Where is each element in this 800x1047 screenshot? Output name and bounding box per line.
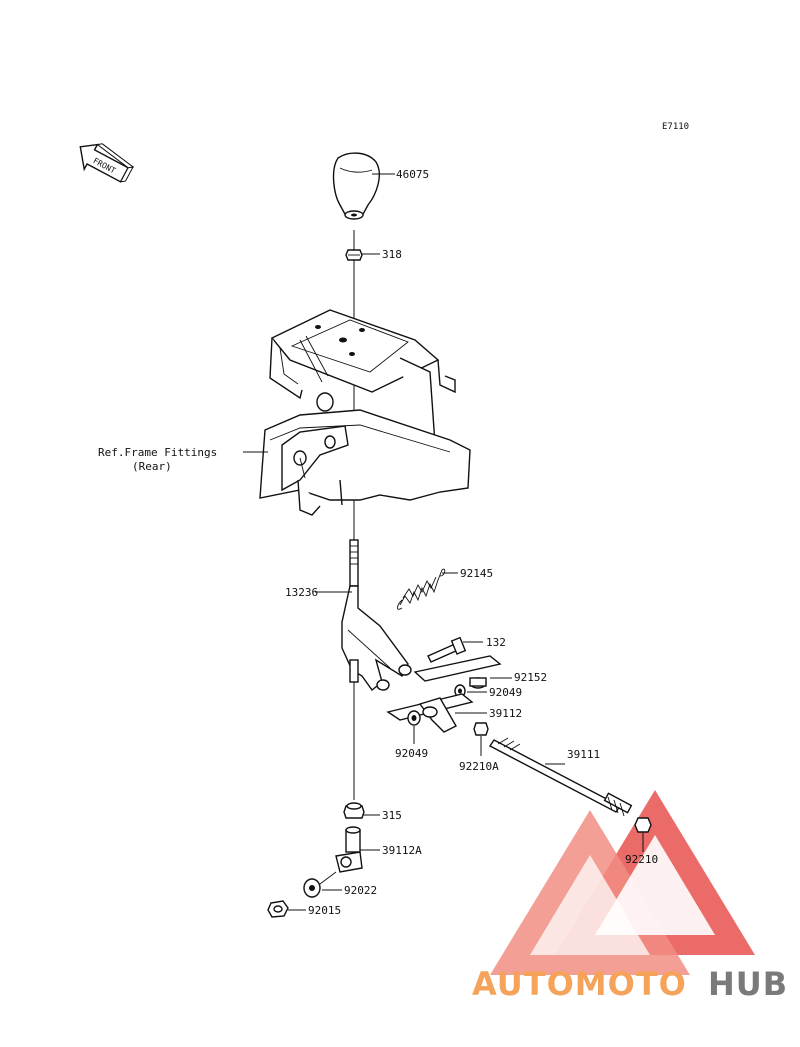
collar-92152 bbox=[413, 655, 502, 689]
diagram-code: E7110 bbox=[662, 122, 689, 132]
part-label-39111: 39111 bbox=[567, 748, 600, 761]
nut-92210 bbox=[634, 817, 652, 833]
part-label-46075: 46075 bbox=[396, 168, 429, 181]
part-label-92145: 92145 bbox=[460, 567, 493, 580]
watermark-logo bbox=[490, 790, 755, 975]
part-label-92049-left: 92049 bbox=[395, 747, 428, 760]
part-label-39112: 39112 bbox=[489, 707, 522, 720]
frame-fittings bbox=[259, 309, 471, 516]
shift-knob bbox=[332, 152, 380, 220]
watermark-text-a: AUTOMOTO bbox=[472, 965, 687, 1003]
part-label-132: 132 bbox=[486, 636, 506, 649]
part-label-92152: 92152 bbox=[514, 671, 547, 684]
part-label-92015: 92015 bbox=[308, 904, 341, 917]
nut-92210a bbox=[473, 722, 489, 736]
shift-lever bbox=[341, 539, 412, 692]
part-label-92210a: 92210A bbox=[459, 760, 499, 773]
part-label-92210: 92210 bbox=[625, 853, 658, 866]
nut-318 bbox=[345, 249, 363, 261]
joint-39112a bbox=[335, 826, 363, 873]
watermark-text-b: HUB bbox=[708, 965, 788, 1003]
rod-39111 bbox=[488, 737, 633, 817]
part-label-39112a: 39112A bbox=[382, 844, 422, 857]
front-arrow-icon: FRONT bbox=[79, 143, 135, 183]
frame-note-line1: Ref.Frame Fittings bbox=[98, 446, 217, 459]
part-label-315: 315 bbox=[382, 809, 402, 822]
nut-315 bbox=[343, 802, 365, 819]
washer-92049-left bbox=[407, 710, 421, 726]
part-label-13236: 13236 bbox=[285, 586, 318, 599]
part-label-92022: 92022 bbox=[344, 884, 377, 897]
part-label-318: 318 bbox=[382, 248, 402, 261]
bolt-132 bbox=[427, 636, 467, 663]
part-label-92049-right: 92049 bbox=[489, 686, 522, 699]
washer-92022 bbox=[303, 871, 337, 898]
frame-note-line2: (Rear) bbox=[132, 460, 172, 473]
nut-92015 bbox=[267, 900, 289, 918]
spring-92145 bbox=[397, 568, 446, 610]
